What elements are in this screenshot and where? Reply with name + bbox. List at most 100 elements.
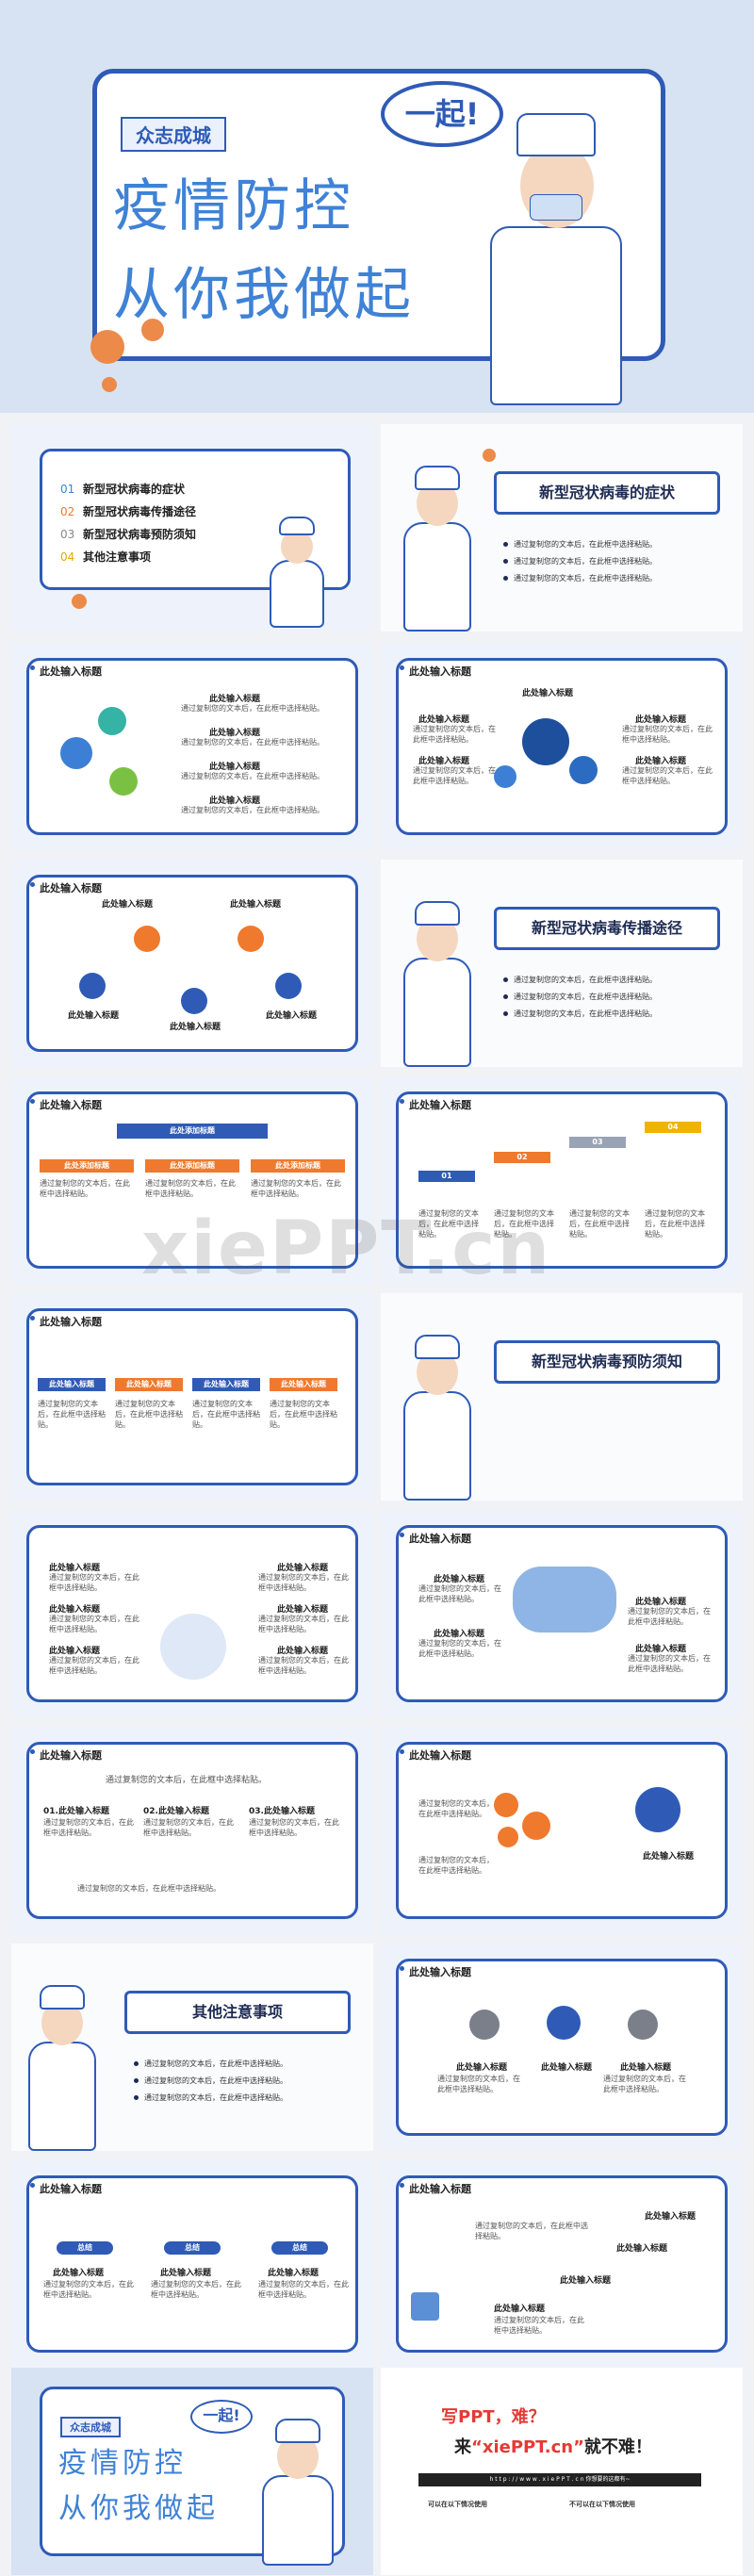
slide-frame — [26, 1308, 358, 1485]
badge: 总结 — [271, 2241, 328, 2255]
content-slide: 此处输入标题 此处输入标题 通过复制您的文本后，在此框中选择粘贴。 此处输入标题… — [381, 1510, 743, 1717]
slide-title: 此处输入标题 — [30, 882, 102, 894]
doctor-illustration — [400, 897, 475, 1067]
paper-plane-icon — [411, 2292, 439, 2321]
virus-icon — [109, 767, 138, 796]
section-title: 新型冠状病毒的症状 — [494, 471, 720, 515]
slide-title: 此处输入标题 — [400, 1966, 471, 1978]
node-text: 通过复制您的文本后，在此框中选择粘贴。 — [437, 2075, 520, 2093]
numbered-text: 通过复制您的文本后，在此框中选择粘贴。 — [249, 1818, 339, 1837]
slide-frame — [26, 1091, 358, 1269]
slide-title: 此处输入标题 — [30, 2183, 102, 2195]
badge: 总结 — [57, 2241, 113, 2255]
slide-frame — [26, 2175, 358, 2353]
content-slide: 此处输入标题 通过复制您的文本后，在此框中选择粘贴。 此处输入标题 通过复制您的… — [11, 1510, 373, 1717]
item-text: 通过复制您的文本后，在此框中选择粘贴。 — [628, 1654, 711, 1673]
item-text: 通过复制您的文本后，在此框中选择粘贴。 — [418, 1856, 494, 1875]
item-label: 此处输入标题 — [643, 1852, 695, 1862]
item-label: 此处输入标题 — [49, 1564, 101, 1573]
content-slide: 此处输入标题 此处添加标题 此处添加标题 此处添加标题 此处添加标题 通过复制您… — [11, 1076, 373, 1284]
cover-title-1: 疫情防控 — [113, 173, 354, 239]
gauge-label: 此处输入标题 — [160, 2269, 212, 2278]
slide-frame — [26, 1742, 358, 1919]
virus-icon — [102, 377, 117, 392]
item-text: 通过复制您的文本后，在此框中选择粘贴。 — [258, 1615, 349, 1633]
step-tag: 04 — [645, 1122, 701, 1133]
item-label: 此处输入标题 — [635, 715, 687, 725]
step-label: 此处输入标题 — [266, 1011, 318, 1021]
step-tag: 02 — [494, 1152, 550, 1163]
path-label: 此处输入标题 — [645, 2212, 697, 2222]
promo-line-1: 写PPT，难？ — [441, 2407, 546, 2427]
section-title: 其他注意事项 — [124, 1991, 351, 2034]
numbered-title: 01.此处输入标题 — [43, 1807, 109, 1816]
doctor-illustration — [400, 462, 475, 632]
step-text: 通过复制您的文本后，在此框中选择粘贴。 — [418, 1209, 479, 1239]
doctor-illustration — [471, 104, 641, 405]
bullet-item: 通过复制您的文本后，在此框中选择粘贴。 — [503, 539, 657, 550]
numbered-title: 03.此处输入标题 — [249, 1807, 315, 1816]
bullet-item: 通过复制您的文本后，在此框中选择粘贴。 — [503, 1009, 657, 1019]
virus-icon — [483, 449, 496, 462]
item-text: 通过复制您的文本后，在此框中选择粘贴。 — [49, 1615, 139, 1633]
item-text: 通过复制您的文本后，在此框中选择粘贴。 — [181, 738, 324, 747]
slide-frame — [396, 1959, 728, 2136]
intro-text: 通过复制您的文本后，在此框中选择粘贴。 — [106, 1776, 268, 1785]
column-text: 通过复制您的文本后，在此框中选择粘贴。 — [251, 1179, 341, 1198]
node-text: 通过复制您的文本后，在此框中选择粘贴。 — [603, 2075, 686, 2093]
step-label: 此处输入标题 — [102, 900, 154, 910]
slide-title: 此处输入标题 — [30, 1749, 102, 1762]
gauge-label: 此处输入标题 — [268, 2269, 320, 2278]
badge: 总结 — [164, 2241, 221, 2255]
step-text: 通过复制您的文本后，在此框中选择粘贴。 — [645, 1209, 705, 1239]
step-circle — [181, 988, 207, 1014]
item-label: 此处输入标题 — [209, 729, 261, 738]
column-header: 此处添加标题 — [40, 1159, 134, 1173]
speech-bubble: 一起! — [381, 81, 503, 147]
bullet-item: 通过复制您的文本后，在此框中选择粘贴。 — [134, 2076, 287, 2086]
promo-slide: 写PPT，难？ 来“xiePPT.cn”就不难！ h t t p : / / w… — [381, 2368, 743, 2575]
closing-tag: 众志成城 — [60, 2417, 121, 2437]
slide-title: 此处输入标题 — [400, 2183, 471, 2195]
closing-bubble: 一起! — [190, 2400, 253, 2434]
gauge-text: 通过复制您的文本后，在此框中选择粘贴。 — [258, 2280, 349, 2299]
virus-icon — [98, 707, 126, 735]
card-text: 通过复制您的文本后，在此框中选择粘贴。 — [115, 1400, 183, 1429]
item-label: 此处输入标题 — [49, 1647, 101, 1656]
doctor-illustration — [264, 515, 330, 628]
content-slide: 此处输入标题 此处输入标题 此处输入标题 此处输入标题 通过复制您的文本后，在此… — [381, 1944, 743, 2151]
node-circle — [469, 2010, 500, 2040]
item-text: 通过复制您的文本后，在此框中选择粘贴。 — [418, 1584, 501, 1603]
node-circle — [547, 2006, 581, 2040]
item-label: 此处输入标题 — [209, 695, 261, 704]
node-label: 此处输入标题 — [456, 2063, 508, 2073]
content-slide: 此处输入标题 通过复制您的文本后，在此框中选择粘贴。 01.此处输入标题 02.… — [11, 1727, 373, 1934]
bullet-item: 通过复制您的文本后，在此框中选择粘贴。 — [503, 975, 657, 985]
item-text: 通过复制您的文本后，在此框中选择粘贴。 — [49, 1573, 139, 1592]
path-label: 此处输入标题 — [560, 2276, 612, 2286]
item-text: 通过复制您的文本后，在此框中选择粘贴。 — [413, 725, 496, 744]
header-bar: 此处添加标题 — [117, 1124, 268, 1139]
card-header: 此处输入标题 — [38, 1378, 106, 1391]
bullet-item: 通过复制您的文本后，在此框中选择粘贴。 — [134, 2059, 287, 2069]
content-slide: 此处输入标题 此处输入标题 通过复制您的文本后，在此框中选择粘贴。 通过复制您的… — [381, 1727, 743, 1934]
item-text: 通过复制您的文本后，在此框中选择粘贴。 — [622, 725, 713, 744]
node-circle — [628, 2010, 658, 2040]
section-slide-1: 新型冠状病毒的症状 通过复制您的文本后，在此框中选择粘贴。 通过复制您的文本后，… — [381, 424, 743, 632]
card-text: 通过复制您的文本后，在此框中选择粘贴。 — [38, 1400, 106, 1429]
numbered-text: 通过复制您的文本后，在此框中选择粘贴。 — [43, 1818, 134, 1837]
promo-url-bar[interactable]: h t t p : / / w w w . x i e P P T . c n … — [418, 2473, 701, 2486]
virus-icon — [522, 718, 569, 765]
content-slide: 此处输入标题 此处输入标题 通过复制您的文本后，在此框中选择粘贴。 此处输入标题… — [381, 2160, 743, 2368]
item-text: 通过复制您的文本后，在此框中选择粘贴。 — [49, 1656, 139, 1675]
virus-icon — [90, 330, 124, 364]
content-slide: 此处输入标题 总结 总结 总结 此处输入标题 此处输入标题 此处输入标题 通过复… — [11, 2160, 373, 2368]
item-text: 通过复制您的文本后，在此框中选择粘贴。 — [258, 1656, 349, 1675]
slide-title: 此处输入标题 — [30, 1316, 102, 1328]
gauge-text: 通过复制您的文本后，在此框中选择粘贴。 — [43, 2280, 134, 2299]
bubble-cluster — [498, 1827, 518, 1847]
